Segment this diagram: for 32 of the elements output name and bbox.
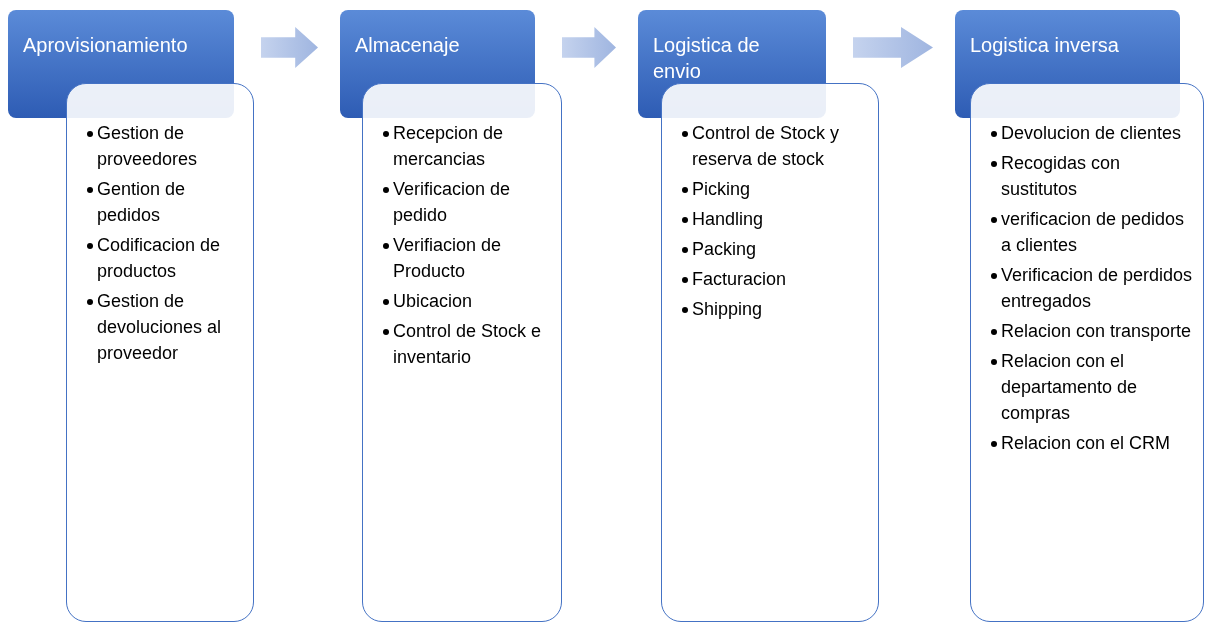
list-item: Devolucion de clientes <box>1001 122 1182 145</box>
header-text: Almacenaje <box>355 33 461 58</box>
list-item: Recepcion de mercancias <box>393 122 505 171</box>
list-item: Relacion con el CRM <box>1001 432 1171 455</box>
list-item: verificacion de pedidos a clientes <box>1001 208 1186 257</box>
list-item: Handling <box>692 208 764 231</box>
task-list-card <box>970 83 1204 622</box>
list-item: Gention de pedidos <box>97 178 187 227</box>
list-item: Gestion de devoluciones al proveedor <box>97 290 223 365</box>
task-list-card <box>66 83 254 622</box>
list-item: Relacion con el departamento de compras <box>1001 350 1139 425</box>
block-arrow <box>261 27 318 68</box>
list-item: Shipping <box>692 298 763 321</box>
list-item: Gestion de proveedores <box>97 122 199 171</box>
list-item: Verifiacion de Producto <box>393 234 503 283</box>
task-list-card <box>362 83 562 622</box>
block-arrow <box>853 27 933 68</box>
list-item: Relacion con transporte <box>1001 320 1192 343</box>
list-item: Codificacion de productos <box>97 234 222 283</box>
header-text: Aprovisionamiento <box>23 33 189 58</box>
header-text: Logistica de envio <box>653 33 761 84</box>
header-text: Logistica inversa <box>970 33 1120 58</box>
list-item: Ubicacion <box>393 290 473 313</box>
list-item: Packing <box>692 238 757 261</box>
block-arrow <box>562 27 616 68</box>
list-item: Verificacion de perdidos entregados <box>1001 264 1194 313</box>
list-item: Control de Stock e inventario <box>393 320 543 369</box>
list-item: Verificacion de pedido <box>393 178 512 227</box>
task-list-card <box>661 83 879 622</box>
list-item: Facturacion <box>692 268 787 291</box>
list-item: Picking <box>692 178 751 201</box>
list-item: Control de Stock y reserva de stock <box>692 122 841 171</box>
